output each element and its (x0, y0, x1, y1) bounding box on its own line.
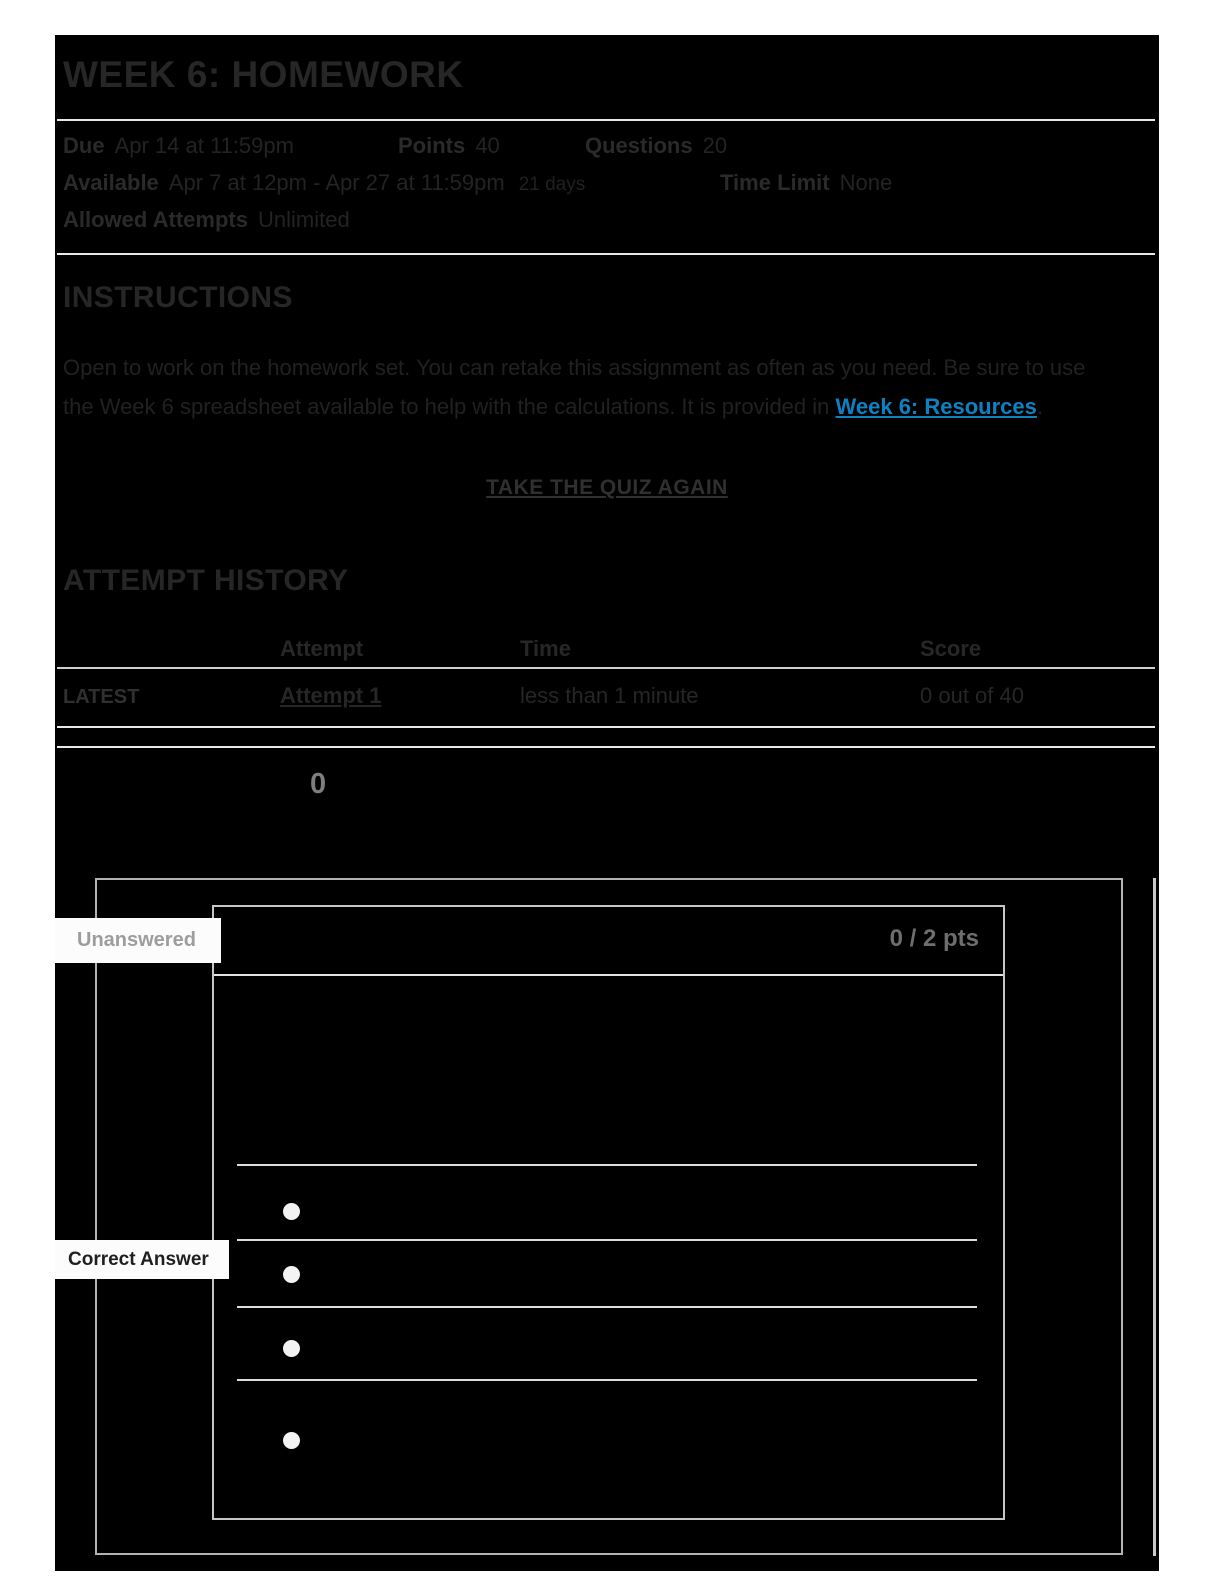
question-header-divider (214, 974, 1003, 976)
take-quiz-again-link[interactable]: Take the Quiz Again (486, 476, 728, 499)
content-background (55, 35, 1159, 1571)
answer-radio-1[interactable] (283, 1203, 300, 1220)
question-points: 0 / 2 pts (889, 925, 979, 952)
attempt-history-heading: Attempt History (63, 564, 349, 597)
instructions-text: Open to work on the homework set. You ca… (63, 348, 1148, 426)
instructions-line1: Open to work on the homework set. You ca… (63, 355, 1086, 380)
option-divider (237, 1164, 977, 1166)
due-value: Apr 14 at 11:59pm (114, 133, 294, 158)
due-label: Due (63, 133, 105, 158)
unanswered-badge: Unanswered (55, 918, 221, 963)
column-header-score: Score (920, 636, 982, 661)
attempts-label: Allowed Attempts (63, 207, 248, 232)
option-divider (237, 1306, 977, 1308)
attempt-1-link[interactable]: Attempt 1 (280, 683, 382, 708)
answer-radio-2[interactable] (283, 1266, 300, 1283)
section-divider (57, 746, 1155, 748)
option-divider (237, 1379, 977, 1381)
attempt-row-score: 0 out of 40 (920, 683, 1024, 708)
column-header-attempt: Attempt (280, 636, 364, 661)
answer-radio-3[interactable] (283, 1340, 300, 1357)
detail-available: Available Apr 7 at 12pm - Apr 27 at 11:59… (63, 170, 585, 196)
detail-due: Due Apr 14 at 11:59pm (63, 133, 294, 159)
question-card (212, 905, 1005, 1520)
time-limit-value: None (839, 170, 893, 195)
attempts-value: Unlimited (257, 207, 350, 232)
questions-label: Questions (585, 133, 693, 158)
option-divider (237, 1239, 977, 1241)
detail-time-limit: Time Limit None (720, 170, 892, 196)
column-header-time: Time (520, 636, 571, 661)
table-bottom-divider (57, 726, 1155, 728)
detail-allowed-attempts: Allowed Attempts Unlimited (63, 207, 350, 233)
time-limit-label: Time Limit (720, 170, 830, 195)
points-value: 40 (475, 133, 500, 158)
instructions-period: . (1036, 394, 1044, 419)
attempt-row-time: less than 1 minute (520, 683, 699, 708)
attempt-row-label: LATEST (63, 686, 140, 708)
divider (57, 119, 1155, 121)
questions-value: 20 (702, 133, 728, 158)
available-label: Available (63, 170, 159, 195)
quiz-score-value: 0 (310, 768, 327, 800)
quiz-results-container (95, 878, 1123, 1555)
detail-points: Points 40 (398, 133, 500, 159)
divider (57, 253, 1155, 255)
instructions-line2: the Week 6 spreadsheet available to help… (63, 394, 830, 419)
resources-link[interactable]: Week 6: Resources (835, 394, 1037, 419)
answer-radio-4[interactable] (283, 1432, 300, 1449)
take-quiz-wrap: Take the Quiz Again (55, 476, 1159, 500)
correct-answer-badge: Correct Answer (55, 1240, 229, 1279)
table-header-divider (57, 667, 1155, 669)
detail-questions: Questions 20 (585, 133, 727, 159)
points-label: Points (398, 133, 466, 158)
instructions-heading: Instructions (63, 281, 293, 314)
vertical-scrollbar[interactable] (1153, 878, 1156, 1556)
available-value: Apr 7 at 12pm - Apr 27 at 11:59pm (168, 170, 505, 195)
page-title: Week 6: Homework (63, 54, 464, 95)
available-duration: 21 days (518, 174, 586, 195)
